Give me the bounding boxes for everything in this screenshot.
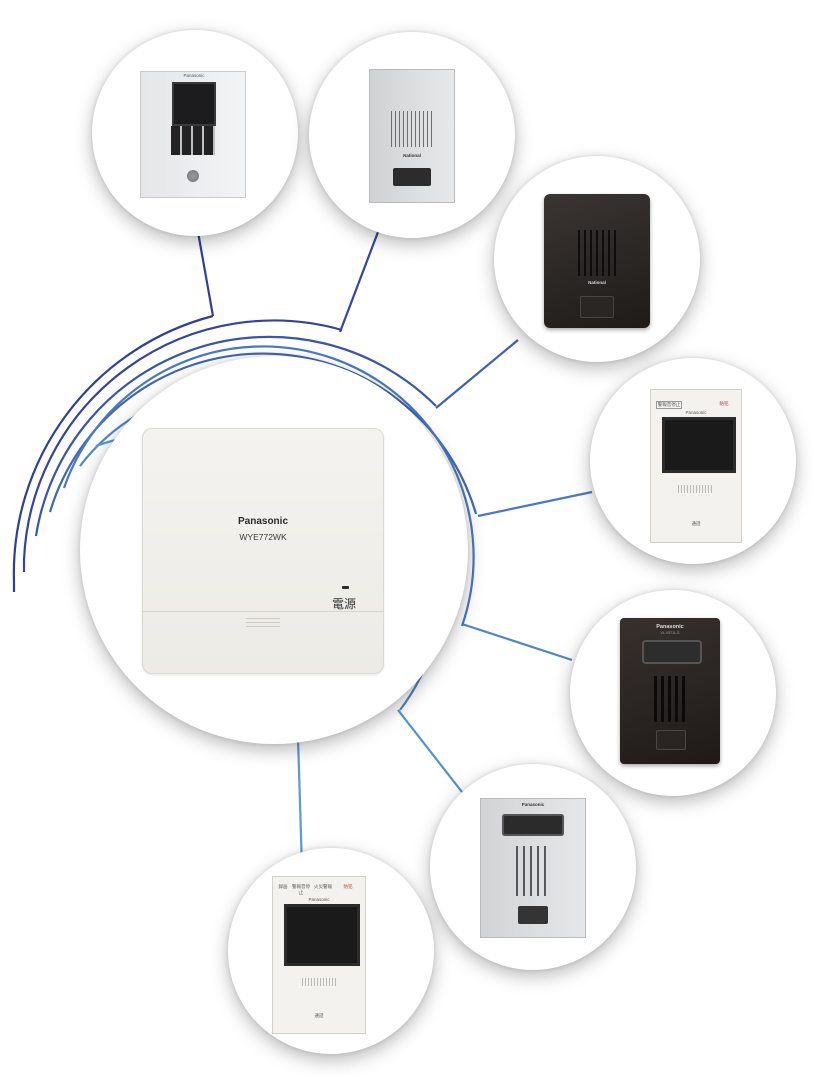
keypad-icon bbox=[171, 126, 215, 155]
call-button-icon bbox=[393, 168, 431, 186]
hub-model-label: WYE772WK bbox=[239, 532, 287, 542]
audio-door-station-dark: National bbox=[544, 194, 650, 328]
wire-arc-5 bbox=[62, 345, 475, 627]
device-7-label-record: 録画 bbox=[278, 884, 288, 889]
device-circle-1: Panasonic bbox=[92, 30, 298, 236]
device-7-call-label: 通話 bbox=[314, 1013, 324, 1018]
call-button-icon bbox=[187, 170, 199, 182]
monitor-screen-icon bbox=[662, 417, 736, 473]
wire-device-1 bbox=[196, 231, 215, 317]
camera-lens-icon bbox=[502, 814, 564, 836]
device-7-brand: Panasonic bbox=[308, 897, 330, 902]
device-3-brand: National bbox=[588, 280, 606, 285]
device-circle-6: Panasonic bbox=[430, 764, 636, 970]
call-button-icon bbox=[580, 296, 614, 318]
wire-device-2 bbox=[338, 231, 380, 333]
speaker-grille-icon bbox=[302, 978, 336, 986]
call-button-icon bbox=[656, 730, 686, 750]
speaker-grille-icon bbox=[516, 846, 550, 896]
device-circle-7: 録画 警報音停止 火災警報 防犯 Panasonic 通話 bbox=[228, 848, 434, 1054]
wire-device-4 bbox=[477, 490, 593, 518]
speaker-grille-icon bbox=[391, 111, 433, 147]
device-5-brand: Panasonic bbox=[656, 624, 684, 630]
hub-cover-seam bbox=[142, 611, 384, 612]
device-4-corner-label: 防犯 bbox=[719, 401, 729, 406]
indoor-monitor-with-buttons: 録画 警報音停止 火災警報 防犯 Panasonic 通話 bbox=[272, 876, 366, 1034]
call-button-icon bbox=[518, 906, 548, 924]
video-door-station-silver: Panasonic bbox=[480, 798, 586, 938]
speaker-grille-icon bbox=[654, 676, 686, 722]
device-7-label-alarm-stop: 警報音停止 bbox=[292, 884, 310, 895]
power-supply-unit: Panasonic WYE772WK 電源 bbox=[142, 428, 384, 674]
indoor-monitor: 警報音停止 防犯 Panasonic 通話 bbox=[650, 389, 742, 543]
device-circle-3: National bbox=[494, 156, 700, 362]
device-4-brand: Panasonic bbox=[685, 410, 707, 415]
hub-brand-label: Panasonic bbox=[237, 516, 289, 527]
device-4-call-label: 通話 bbox=[691, 521, 701, 526]
wire-device-3 bbox=[435, 339, 519, 409]
speaker-grille-icon bbox=[678, 485, 714, 493]
device-circle-4: 警報音停止 防犯 Panasonic 通話 bbox=[590, 358, 796, 564]
device-4-top-label: 警報音停止 bbox=[656, 401, 682, 409]
wire-device-7 bbox=[296, 737, 304, 869]
audio-door-station-silver: National bbox=[369, 69, 455, 203]
device-2-brand: National bbox=[403, 153, 421, 158]
device-6-brand: Panasonic bbox=[521, 802, 545, 807]
camera-screen-icon bbox=[172, 82, 216, 126]
video-door-station-dark: Panasonic VL-V571L-S bbox=[620, 618, 720, 764]
device-circle-5: Panasonic VL-V571L-S bbox=[570, 590, 776, 796]
speaker-grille-icon bbox=[578, 230, 616, 276]
device-7-label-security: 防犯 bbox=[343, 884, 353, 889]
wire-device-6 bbox=[397, 709, 463, 793]
power-led-icon bbox=[342, 586, 349, 589]
wire-arc-3 bbox=[34, 335, 437, 537]
hub-power-label: 電源 bbox=[332, 597, 357, 611]
device-1-brand: Panasonic bbox=[183, 73, 205, 78]
keypad-entrance-station: Panasonic bbox=[140, 71, 246, 198]
wire-arc-1 bbox=[12, 314, 214, 583]
device-5-model: VL-V571L-S bbox=[660, 631, 680, 635]
vent-icon bbox=[246, 618, 280, 619]
wire-arc-2 bbox=[22, 319, 343, 561]
monitor-screen-icon bbox=[284, 904, 360, 966]
wire-device-5 bbox=[461, 622, 573, 662]
device-7-label-fire: 火災警報 bbox=[314, 884, 332, 889]
device-circle-2: National bbox=[309, 32, 515, 238]
camera-lens-icon bbox=[642, 640, 702, 664]
